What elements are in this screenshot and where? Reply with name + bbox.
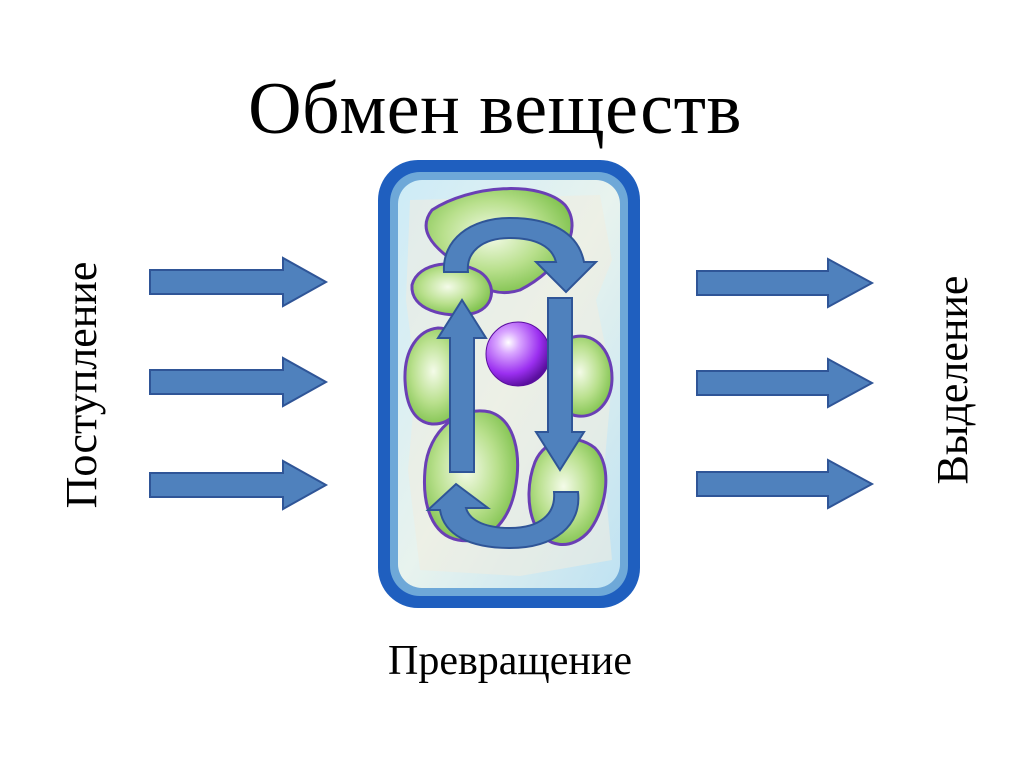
intake-arrows [149, 256, 329, 511]
intake-arrow-1 [149, 256, 329, 308]
excretion-arrow-3 [696, 458, 875, 510]
cycle-arrows [425, 216, 599, 550]
chloroplast-left-upper [410, 262, 493, 317]
cycle-arrow-top [442, 216, 599, 294]
nucleus [485, 321, 551, 387]
intake-arrow-2 [149, 356, 329, 408]
cycle-arrow-up [436, 298, 488, 473]
intake-arrow-3 [149, 459, 329, 511]
intake-label: Поступление [57, 261, 106, 509]
excretion-arrow-1 [696, 257, 875, 309]
transformation-label: Превращение [387, 638, 633, 684]
excretion-arrows [696, 257, 875, 510]
cycle-arrow-bottom [425, 482, 580, 550]
slide-title: Обмен веществ [248, 68, 742, 150]
cycle-arrow-down [534, 297, 586, 472]
excretion-arrow-2 [696, 357, 875, 409]
excretion-label: Выделение [928, 275, 977, 485]
